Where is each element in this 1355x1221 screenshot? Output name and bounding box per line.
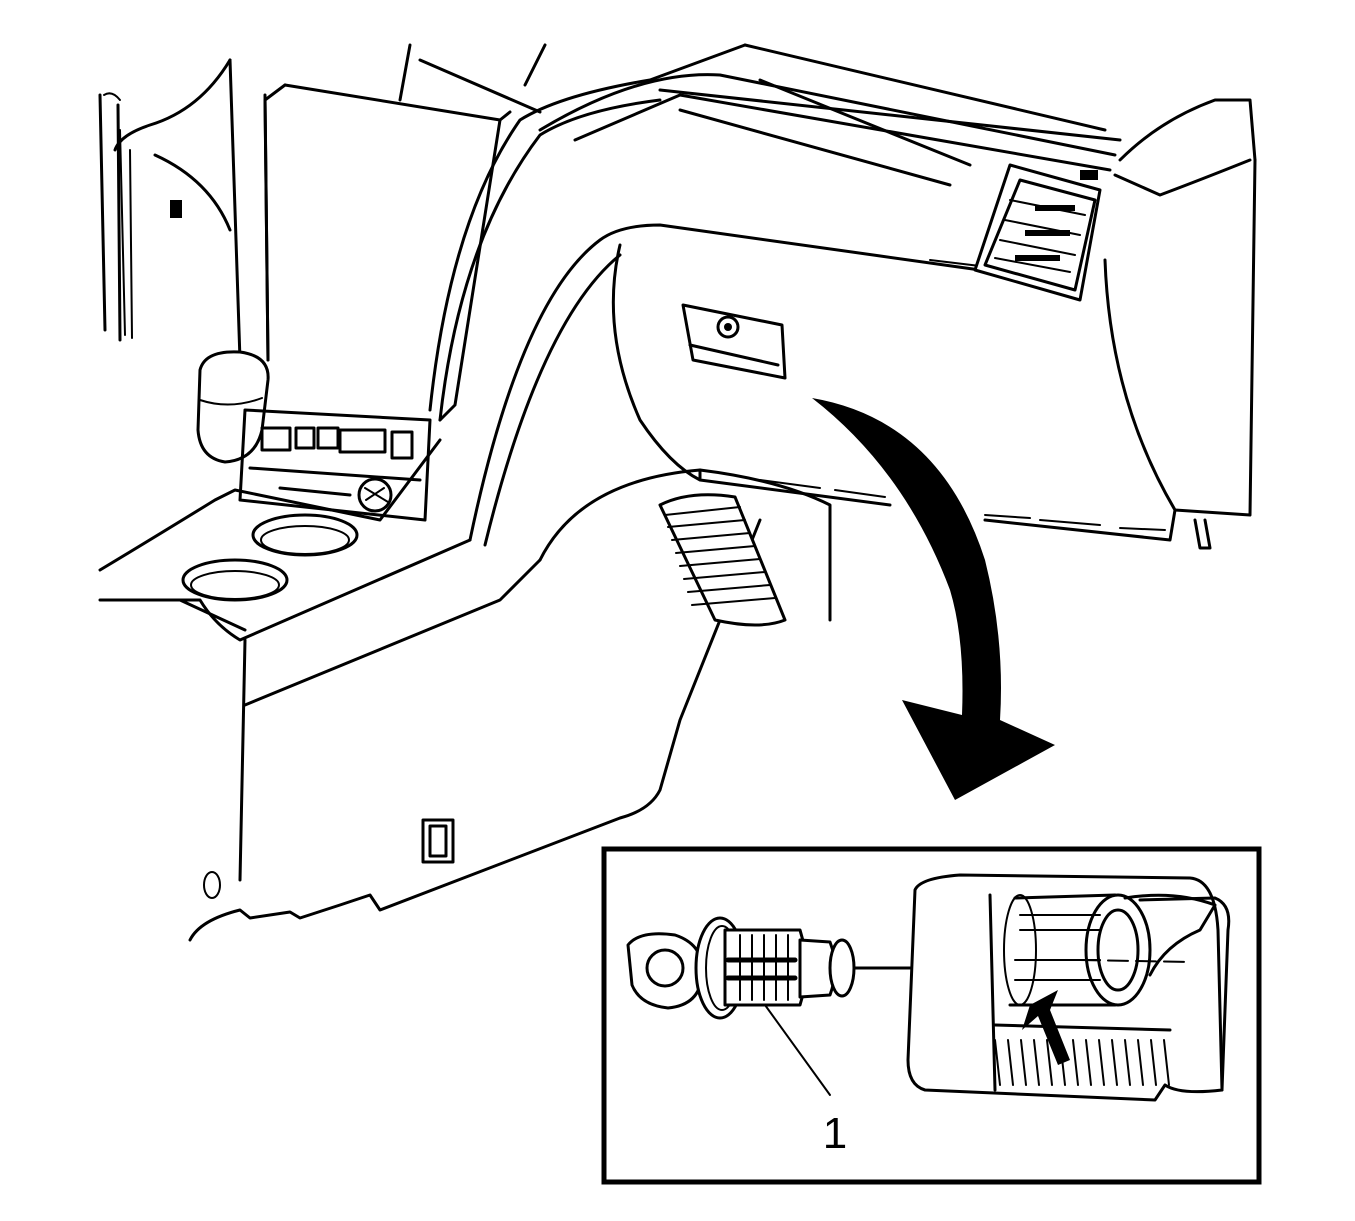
removal-direction-arrow bbox=[812, 398, 1055, 800]
lock-cylinder bbox=[626, 916, 912, 1096]
detail-inset: 1 bbox=[601, 846, 1262, 1185]
console-side bbox=[188, 518, 762, 942]
release-tab-arrow bbox=[1022, 990, 1070, 1065]
lock-housing bbox=[906, 873, 1231, 1102]
lower-panel-edge bbox=[538, 468, 832, 622]
glove-box-door bbox=[611, 243, 892, 507]
climate-control-panel bbox=[238, 408, 432, 522]
center-stack-upper bbox=[263, 43, 547, 422]
knee-bolster bbox=[983, 98, 1257, 550]
floor-vent-grille bbox=[658, 493, 787, 627]
cup-holders bbox=[98, 438, 472, 642]
callout-label-1: 1 bbox=[823, 1109, 847, 1158]
left-trim-panel bbox=[113, 58, 270, 362]
air-vent bbox=[973, 163, 1102, 302]
dashboard-top bbox=[468, 223, 982, 547]
dashboard-scene bbox=[98, 43, 1257, 942]
windshield-frame bbox=[428, 43, 1122, 422]
left-door-edge bbox=[98, 92, 182, 342]
shifter bbox=[196, 350, 270, 464]
callout-leader-1 bbox=[764, 1004, 831, 1096]
glove-box-latch bbox=[681, 303, 787, 380]
